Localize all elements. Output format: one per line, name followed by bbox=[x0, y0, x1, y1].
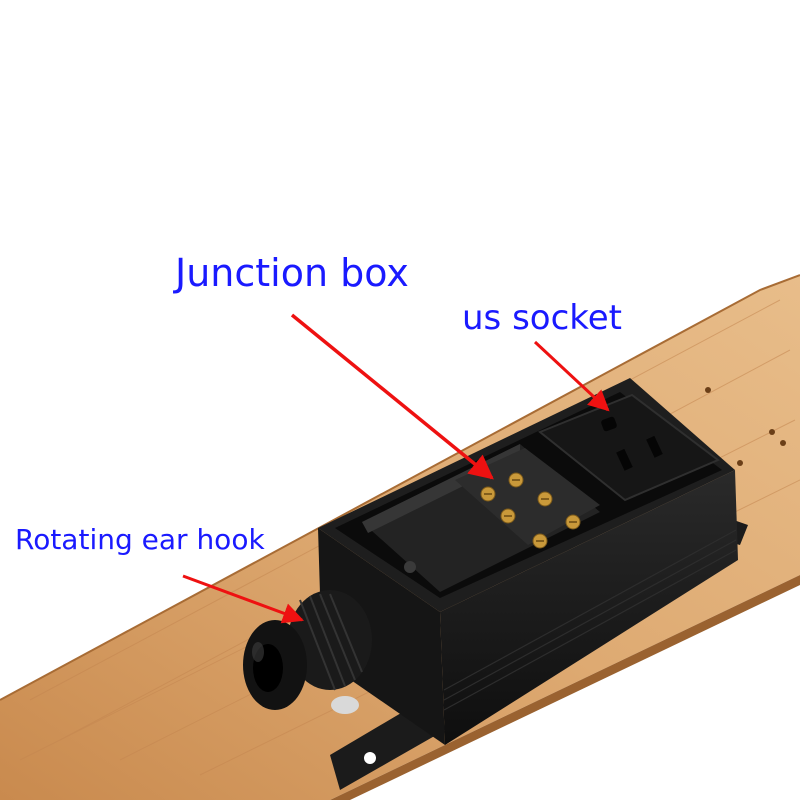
cable-gland bbox=[243, 590, 372, 714]
arrow-ear-hook bbox=[182, 574, 304, 624]
annotation-arrows bbox=[182, 313, 610, 624]
us-outlet-icon bbox=[538, 393, 720, 502]
us-socket-label: us socket bbox=[462, 298, 623, 338]
rotating-ear-hook-label: Rotating ear hook bbox=[15, 523, 265, 556]
arrow-us-socket bbox=[533, 340, 610, 412]
arrow-junction-box bbox=[290, 313, 494, 480]
junction-box-label: Junction box bbox=[175, 251, 409, 295]
